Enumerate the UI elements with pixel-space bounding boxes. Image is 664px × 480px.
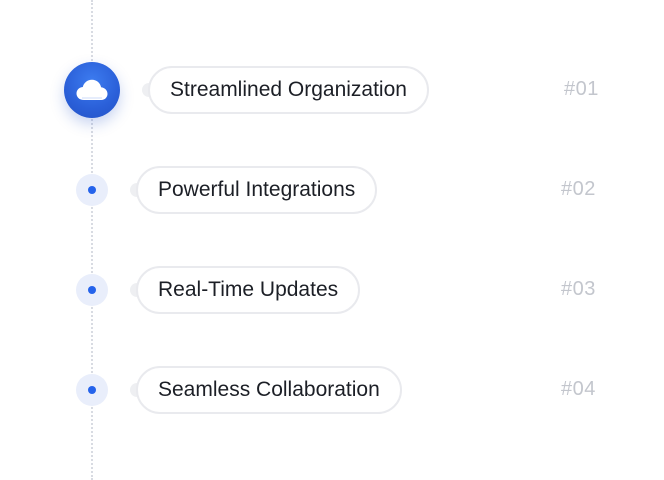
- timeline-item-label: Powerful Integrations: [136, 166, 378, 214]
- timeline-item-label: Real-Time Updates: [136, 266, 361, 314]
- timeline-item[interactable]: Streamlined Organization #01: [0, 60, 664, 120]
- timeline-dotted-line: [91, 0, 93, 480]
- timeline-node: [76, 374, 108, 406]
- timeline-item-number: #04: [561, 378, 596, 400]
- timeline-item[interactable]: Powerful Integrations #02: [0, 160, 664, 220]
- node-dot: [88, 186, 96, 194]
- node-dot: [88, 386, 96, 394]
- timeline-node: [76, 274, 108, 306]
- active-node: [64, 62, 120, 118]
- timeline-item[interactable]: Seamless Collaboration #04: [0, 360, 664, 420]
- timeline-item-number: #03: [561, 278, 596, 300]
- timeline-node: [76, 174, 108, 206]
- cloud-icon: [76, 79, 108, 100]
- timeline-item-number: #02: [561, 178, 596, 200]
- timeline-item-number: #01: [564, 78, 599, 100]
- timeline-item-label: Streamlined Organization: [148, 66, 429, 114]
- node-dot: [88, 286, 96, 294]
- timeline-item[interactable]: Real-Time Updates #03: [0, 260, 664, 320]
- timeline-item-label: Seamless Collaboration: [136, 366, 402, 414]
